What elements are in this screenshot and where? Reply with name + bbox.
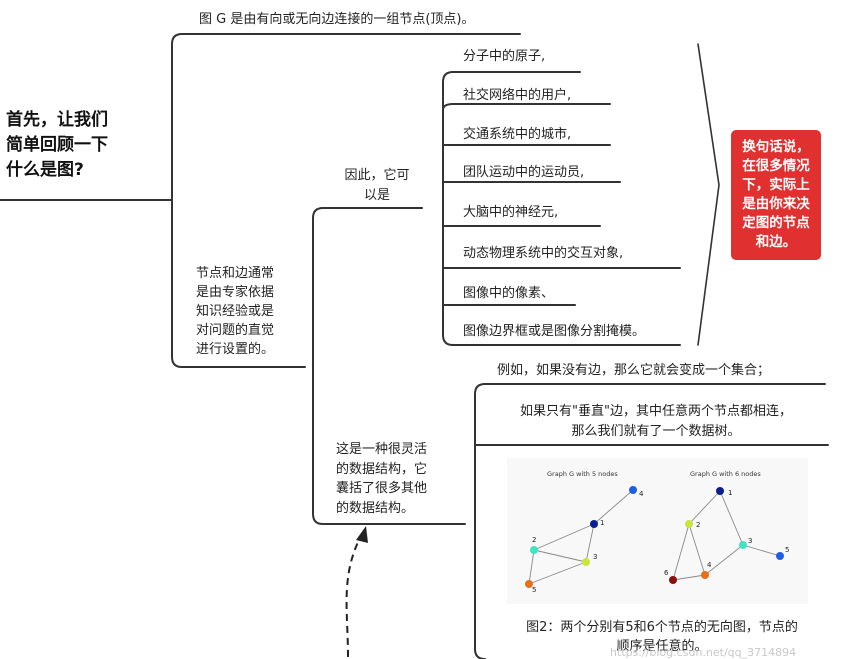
- graph5-node-2: [530, 546, 538, 554]
- watermark-text: https://blog.csdn.net/qq_3714894: [610, 646, 796, 659]
- flexible-text: 这是一种很灵活 的数据结构，它 囊括了很多其他 的数据结构。: [336, 440, 427, 518]
- note-line: 对问题的直觉: [196, 321, 274, 340]
- caption-line: 图2：两个分别有5和6个节点的无向图，节点的: [492, 618, 832, 637]
- flexible-line: 这是一种很灵活: [336, 440, 427, 460]
- graph6-node-label: 6: [664, 569, 668, 577]
- example-item: 图像中的像素、: [463, 284, 554, 304]
- note-line: 是由专家依据: [196, 283, 274, 302]
- root-line: 简单回顾一下: [6, 133, 156, 158]
- flexible-line: 囊括了很多其他: [336, 479, 427, 499]
- graph6-node-6: [669, 576, 677, 584]
- no-edge-text: 例如，如果没有边，那么它就会变成一个集合；: [497, 361, 770, 381]
- graph6-node-label: 2: [696, 521, 700, 529]
- graph5-node-4: [629, 486, 637, 494]
- note-line: 知识经验或是: [196, 302, 274, 321]
- callout-line: 定图的节点: [731, 214, 821, 233]
- graph6-node-5: [776, 552, 784, 560]
- therefore-line: 以是: [333, 186, 421, 206]
- graph-drawing: [507, 458, 808, 604]
- flexible-line: 的数据结构。: [336, 499, 427, 519]
- root-topic: 首先，让我们 简单回顾一下 什么是图?: [6, 108, 156, 183]
- graph6-node-2: [685, 520, 693, 528]
- definition-text: 图 G 是由有向或无向边连接的一组节点(顶点)。: [199, 10, 474, 30]
- vertical-edge-line: 那么我们就有了一个数据树。: [490, 422, 822, 442]
- example-item: 图像边界框或是图像分割掩模。: [463, 322, 645, 342]
- graph5-node-1: [590, 520, 598, 528]
- graph6-node-label: 3: [748, 537, 752, 545]
- graph-figure: Graph G with 5 nodes Graph G with 6 node…: [507, 458, 808, 604]
- therefore-text: 因此，它可 以是: [333, 166, 421, 206]
- graph5-node-label: 3: [593, 553, 597, 561]
- root-line: 首先，让我们: [6, 108, 156, 133]
- example-item: 分子中的原子,: [463, 47, 545, 67]
- nodes-edges-note: 节点和边通常 是由专家依据 知识经验或是 对问题的直觉 进行设置的。: [196, 264, 274, 359]
- graph6-node-1: [716, 487, 724, 495]
- graph6-node-4: [701, 571, 709, 579]
- example-item: 社交网络中的用户,: [463, 86, 571, 106]
- graph6-node-3: [739, 541, 747, 549]
- callout-box: 换句话说， 在很多情况 下，实际上 是由你来决 定图的节点 和边。: [731, 130, 821, 260]
- graph6-node-label: 4: [707, 561, 711, 569]
- graph5-node-label: 5: [532, 586, 536, 594]
- callout-line: 是由你来决: [731, 195, 821, 214]
- vertical-edge-text: 如果只有"垂直"边，其中任意两个节点都相连， 那么我们就有了一个数据树。: [490, 402, 822, 442]
- callout-line: 和边。: [731, 233, 821, 252]
- therefore-line: 因此，它可: [333, 166, 421, 186]
- graph5-node-3: [582, 558, 590, 566]
- example-item: 大脑中的神经元,: [463, 203, 558, 223]
- graph5-node-label: 1: [600, 519, 604, 527]
- example-item: 交通系统中的城市,: [463, 125, 571, 145]
- graph5-node-label: 4: [639, 490, 643, 498]
- callout-line: 下，实际上: [731, 176, 821, 195]
- graph5-node-label: 2: [532, 536, 536, 544]
- flexible-line: 的数据结构，它: [336, 460, 427, 480]
- vertical-edge-line: 如果只有"垂直"边，其中任意两个节点都相连，: [490, 402, 822, 422]
- graph6-node-label: 5: [785, 546, 789, 554]
- note-line: 进行设置的。: [196, 340, 274, 359]
- callout-line: 在很多情况: [731, 157, 821, 176]
- example-item: 动态物理系统中的交互对象,: [463, 244, 623, 264]
- example-item: 团队运动中的运动员,: [463, 163, 584, 183]
- root-line: 什么是图?: [6, 158, 156, 183]
- graph6-node-label: 1: [728, 489, 732, 497]
- note-line: 节点和边通常: [196, 264, 274, 283]
- callout-line: 换句话说，: [731, 138, 821, 157]
